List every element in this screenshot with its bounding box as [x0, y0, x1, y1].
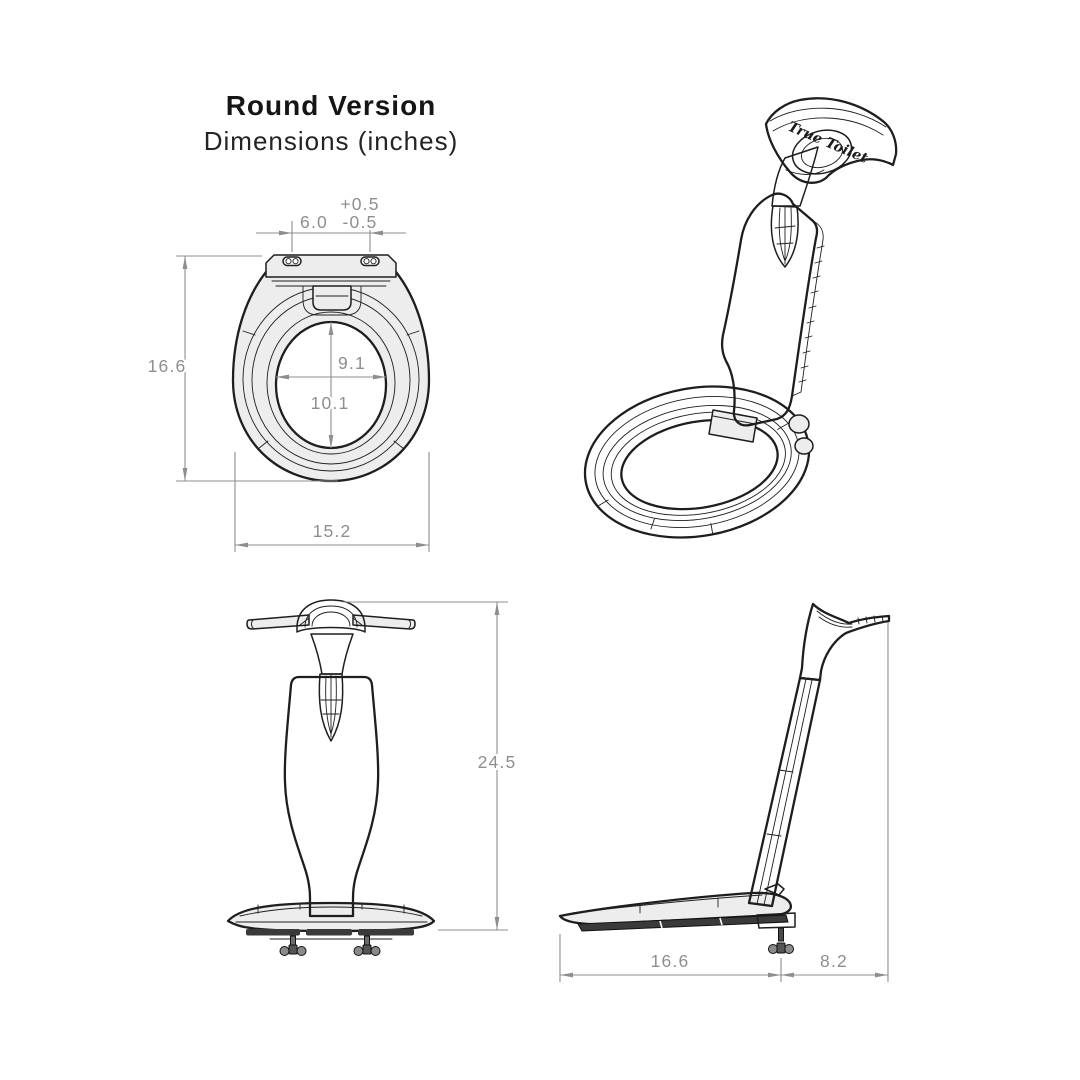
bolt-slot — [282, 256, 302, 267]
hinge-clamp-side — [756, 912, 796, 929]
lever-shaft-side — [747, 676, 822, 908]
handle-cone-3d — [770, 205, 799, 268]
dimension-overall-length: 16.6 — [146, 255, 338, 482]
dim-label-handle-overhang: 8.2 — [820, 951, 848, 971]
paddle-edge-band — [791, 220, 824, 397]
dimension-opening-length: 10.1 — [309, 322, 350, 448]
dim-label-overall-height: 24.5 — [478, 752, 517, 772]
paddle-front — [283, 675, 380, 918]
dimension-handle-overhang: 8.2 — [781, 949, 888, 978]
paddle-3d — [720, 192, 819, 427]
handle-cone-ribs-front — [320, 674, 342, 738]
side-view: 16.6 8.2 — [558, 602, 891, 982]
dim-label-tol-minus: -0.5 — [343, 212, 378, 232]
hinge-nub — [788, 414, 810, 434]
seat-seam-ticks — [242, 330, 420, 450]
handle-horn-arcs — [816, 610, 884, 628]
lever-shaft-lines — [756, 678, 813, 906]
seat-bumper-strip — [306, 929, 352, 936]
handle-bar-left — [246, 614, 310, 630]
bolt-slot — [360, 256, 380, 267]
dim-label-opening-width: 9.1 — [338, 353, 366, 373]
seat-profile-lines — [235, 903, 428, 923]
handle-hub — [791, 129, 853, 175]
handle-bar-right — [352, 614, 416, 630]
dim-label-bolt-spacing: 6.0 — [300, 212, 328, 232]
seat-ring-3d — [583, 385, 811, 539]
hinge-pocket — [302, 285, 362, 316]
dimension-overall-width: 15.2 — [234, 452, 430, 552]
page-subtitle: Dimensions (inches) — [203, 126, 459, 156]
wing-bolt — [353, 935, 381, 956]
handle-dome — [296, 599, 366, 633]
front-view: 24.5 — [226, 599, 517, 956]
seat-profile-side-lines — [571, 894, 763, 914]
handle-bar-caps — [251, 619, 411, 629]
wing-bolt-side — [768, 927, 794, 954]
handle-grip-3d — [764, 97, 898, 184]
dimension-opening-width: 9.1 — [276, 351, 386, 380]
dim-label-seat-length: 16.6 — [651, 951, 690, 971]
dimension-bolt-spacing: 6.0 +0.5 -0.5 — [256, 192, 406, 252]
hinge-tab — [312, 285, 352, 311]
dim-label-opening-length: 10.1 — [311, 393, 350, 413]
hinge-sleeve-line — [712, 415, 756, 425]
perspective-view: True Toilet — [583, 97, 898, 539]
handle-funnel-front — [310, 633, 354, 675]
wing-bolt — [279, 935, 307, 956]
seat-bumper-strip — [246, 929, 300, 936]
dim-label-overall-width: 15.2 — [313, 521, 352, 541]
dimension-seat-length: 16.6 — [559, 622, 889, 982]
handle-funnel-3d — [771, 146, 819, 207]
handle-cone-ribs — [774, 206, 796, 265]
hinge-sleeve — [708, 409, 758, 443]
handle-grip-ridges — [769, 107, 887, 175]
handle-hub-inner — [800, 137, 844, 169]
paddle-grip-ribs — [798, 245, 825, 383]
dim-label-overall-length: 16.6 — [148, 356, 187, 376]
handle-cone-front — [318, 673, 344, 742]
seat-bumper-strip — [358, 929, 414, 936]
handle-dome-arcs — [299, 605, 363, 628]
handle-horn-side — [798, 602, 891, 682]
hinge-nub — [794, 437, 814, 455]
seat-bumper-gaps — [659, 917, 723, 929]
top-view: 6.0 +0.5 -0.5 16.6 9.1 10.1 — [146, 192, 431, 552]
dim-label-tol-plus: +0.5 — [340, 194, 379, 214]
page-title: Round Version — [225, 90, 437, 121]
seat-opening-rim — [266, 311, 396, 455]
dimension-overall-height: 24.5 — [343, 601, 517, 931]
seat-bumper-strip-side — [577, 914, 789, 932]
